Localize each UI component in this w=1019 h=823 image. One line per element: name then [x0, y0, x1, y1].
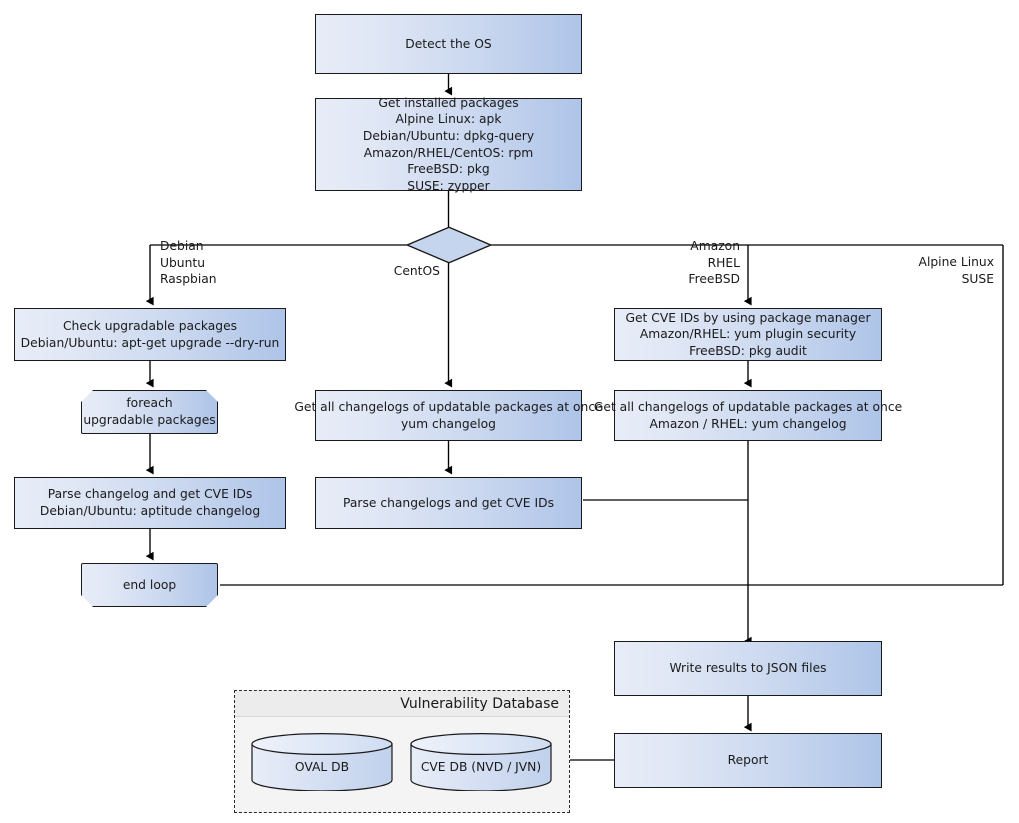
- node-get-changelogs-centos[interactable]: Get all changelogs of updatable packages…: [294, 390, 603, 441]
- node-end-loop-label: end loop: [122, 577, 177, 592]
- edge-label-centos-branch-text: CentOS: [393, 264, 440, 278]
- node-get-changelogs-centos-label: Get all changelogs of updatable packages…: [294, 399, 603, 431]
- node-write-results-json[interactable]: Write results to JSON files: [614, 641, 882, 696]
- node-parse-changelogs-centos[interactable]: Parse changelogs and get CVE IDs: [315, 477, 582, 529]
- node-get-changelogs-amazon[interactable]: Get all changelogs of updatable packages…: [594, 390, 902, 441]
- node-parse-changelogs-centos-label: Parse changelogs and get CVE IDs: [343, 495, 554, 510]
- node-get-changelogs-amazon-label: Get all changelogs of updatable packages…: [593, 399, 903, 431]
- oval-db-cylinder-icon: [251, 733, 393, 791]
- node-report[interactable]: Report: [614, 733, 882, 788]
- node-detect-the-os[interactable]: Detect the OS: [315, 14, 582, 74]
- node-end-loop[interactable]: end loop: [81, 563, 218, 607]
- decision-diamond: [406, 226, 492, 264]
- oval-db-label: OVAL DB: [294, 760, 350, 774]
- node-write-results-json-label: Write results to JSON files: [669, 661, 827, 676]
- cve-db-label: CVE DB (NVD / JVN): [420, 760, 542, 774]
- vulnerability-database-group: Vulnerability Database O: [234, 690, 570, 813]
- edge-label-centos-branch: CentOS: [325, 263, 440, 280]
- cve-db-cylinder-icon: [410, 733, 552, 791]
- database-cve-db[interactable]: CVE DB (NVD / JVN): [410, 733, 552, 791]
- vulnerability-database-title: Vulnerability Database: [235, 691, 569, 717]
- node-report-label: Report: [727, 753, 769, 768]
- database-oval-db[interactable]: OVAL DB: [251, 733, 393, 791]
- node-detect-the-os-label: Detect the OS: [405, 36, 492, 51]
